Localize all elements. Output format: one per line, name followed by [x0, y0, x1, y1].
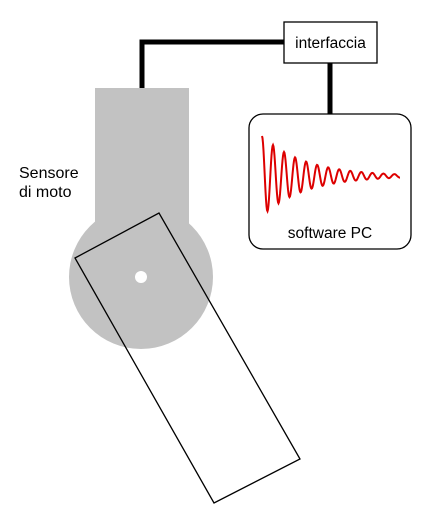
damped-waveform [261, 135, 400, 215]
pc-software-screen: software PC [248, 113, 412, 250]
pendulum-bar [74, 212, 301, 504]
sensor-label-line2: di moto [19, 184, 72, 201]
pivot-hole [135, 271, 147, 283]
interface-frame [283, 21, 378, 64]
sensor-cable [139, 39, 285, 88]
pc-screen-frame [248, 113, 412, 250]
motion-sensor [69, 88, 213, 349]
sensor-label-line1: Sensore [19, 165, 79, 182]
interface-label: interfaccia [295, 35, 366, 52]
software-label: software PC [288, 225, 372, 242]
interface-box: interfaccia [283, 21, 378, 64]
